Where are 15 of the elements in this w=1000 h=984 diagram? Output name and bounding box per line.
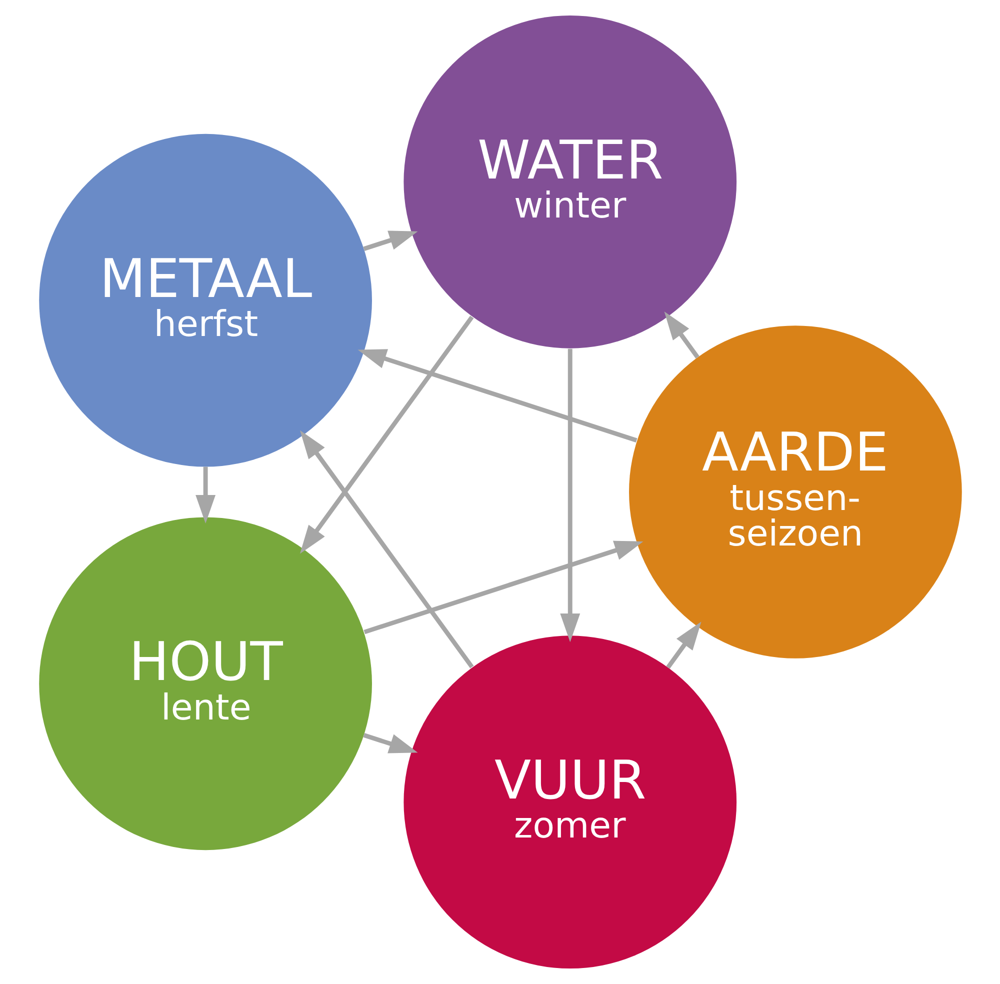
node-circle: WATER winter <box>403 15 736 348</box>
arrow <box>363 540 643 634</box>
arrow <box>357 349 637 442</box>
arrow <box>195 466 216 524</box>
arrow <box>666 622 701 669</box>
node-circle: AARDE tussen- seizoen <box>628 326 962 658</box>
arrow <box>299 430 474 668</box>
arrow <box>362 732 418 754</box>
node-circle: VUUR zomer <box>403 636 736 969</box>
node-circle: HOUT lente <box>38 517 372 850</box>
arrow <box>299 316 474 554</box>
node-circle: METAAL herfst <box>38 134 372 467</box>
arrow <box>560 348 580 642</box>
arrow <box>362 230 418 252</box>
arrow <box>664 311 699 359</box>
